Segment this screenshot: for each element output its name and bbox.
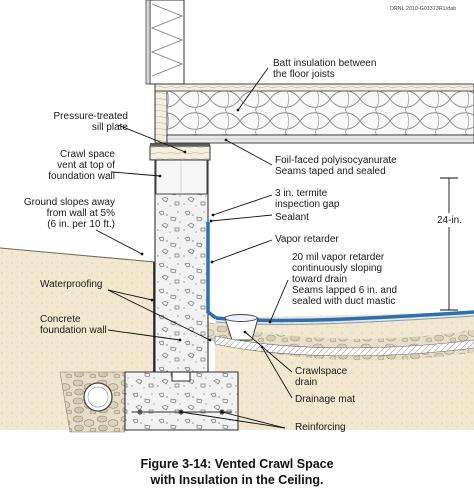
label-sealant: Sealant bbox=[275, 212, 309, 223]
leader-foil bbox=[224, 138, 273, 166]
label-ground-slopes: Ground slopes away from wall at 5% (6 in… bbox=[23, 197, 115, 230]
leader-drain bbox=[243, 330, 293, 373]
leader-termite bbox=[211, 194, 273, 217]
leader-sill bbox=[117, 124, 187, 154]
exterior-wall bbox=[149, 0, 185, 85]
leader-waterproofing-a bbox=[107, 289, 154, 302]
label-sill-plate: Pressure-treated sill plate bbox=[53, 111, 128, 133]
leader-reinforcing-b bbox=[179, 410, 286, 429]
leader-waterproofing-b bbox=[107, 289, 212, 342]
label-reinforcing: Reinforcing bbox=[295, 422, 346, 433]
figure-code: ORNL 2010-G01373R1/dab bbox=[390, 6, 457, 12]
leader-20mil bbox=[268, 279, 289, 324]
figure-caption-line2: with Insulation in the Ceiling. bbox=[150, 473, 324, 487]
rim-joist bbox=[154, 89, 168, 144]
leader-sealant bbox=[209, 214, 273, 223]
label-foil-faced: Foil-faced polyisocyanurate Seams taped … bbox=[275, 155, 397, 177]
label-batt-insulation: Batt insulation between the floor joists bbox=[273, 58, 377, 80]
wall-vapor-retarder bbox=[206, 222, 218, 320]
leader-vapor bbox=[210, 239, 273, 264]
label-dimension: 24-in. bbox=[437, 215, 463, 226]
leader-ground bbox=[95, 229, 144, 256]
ground-line bbox=[0, 247, 156, 263]
leader-mat bbox=[260, 345, 293, 399]
height-dimension bbox=[436, 177, 466, 311]
subfloor bbox=[154, 83, 474, 92]
label-crawlspace-drain: Crawlspace drain bbox=[295, 366, 348, 388]
leader-crawl-vent bbox=[111, 171, 162, 178]
label-drainage-mat: Drainage mat bbox=[295, 394, 356, 405]
label-concrete-wall: Concrete foundation wall bbox=[40, 314, 107, 336]
label-vapor-retarder: Vapor retarder bbox=[275, 234, 339, 245]
figure-caption-line1: Figure 3-14: Vented Crawl Space bbox=[140, 457, 334, 471]
drainage-mat bbox=[214, 335, 474, 357]
label-waterproofing: Waterproofing bbox=[40, 279, 103, 290]
crawl-space-vent-block bbox=[155, 159, 208, 195]
leader-reinforcing-a bbox=[220, 410, 286, 429]
leader-concrete bbox=[107, 329, 182, 342]
concrete-footing bbox=[124, 371, 239, 431]
leader-batt bbox=[236, 67, 269, 112]
label-termite-gap: 3 in. termite inspection gap bbox=[275, 188, 340, 210]
sill-plate bbox=[149, 145, 211, 161]
label-20mil-retarder: 20 mil vapor retarder continuously slopi… bbox=[292, 252, 398, 307]
label-crawl-space-vent: Crawl space vent at top of foundation wa… bbox=[48, 149, 115, 182]
